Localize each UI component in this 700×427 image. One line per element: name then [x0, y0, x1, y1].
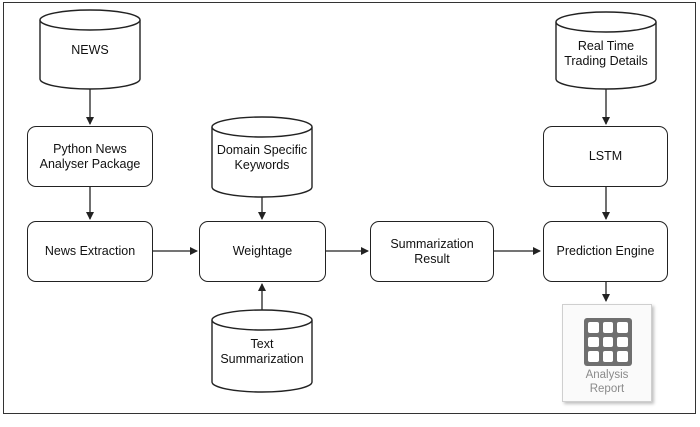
trading-details-database-shape	[555, 11, 657, 90]
news-database-shape	[39, 9, 141, 90]
prediction-engine-node: Prediction Engine	[543, 221, 668, 282]
text-summarization-database-shape	[211, 309, 313, 393]
domain-keywords-node-label: Domain Specific Keywords	[216, 143, 308, 172]
analysis-report-label: Analysis Report	[585, 369, 629, 395]
news-extraction-node: News Extraction	[27, 221, 153, 282]
diagram-frame	[3, 2, 696, 414]
trading-details-node-label: Real Time Trading Details	[564, 39, 648, 68]
analysis-report-node: Analysis Report	[562, 304, 652, 402]
python-news-analyser-node: Python News Analyser Package	[27, 126, 153, 187]
lstm-node: LSTM	[543, 126, 668, 187]
text-summarization-node-label: Text Summarization	[220, 337, 304, 366]
domain-keywords-database-shape	[211, 116, 313, 198]
grid-table-icon	[584, 318, 632, 366]
news-node-label: NEWS	[71, 42, 109, 57]
summarization-result-node: Summarization Result	[370, 221, 494, 282]
weightage-node: Weightage	[199, 221, 326, 282]
